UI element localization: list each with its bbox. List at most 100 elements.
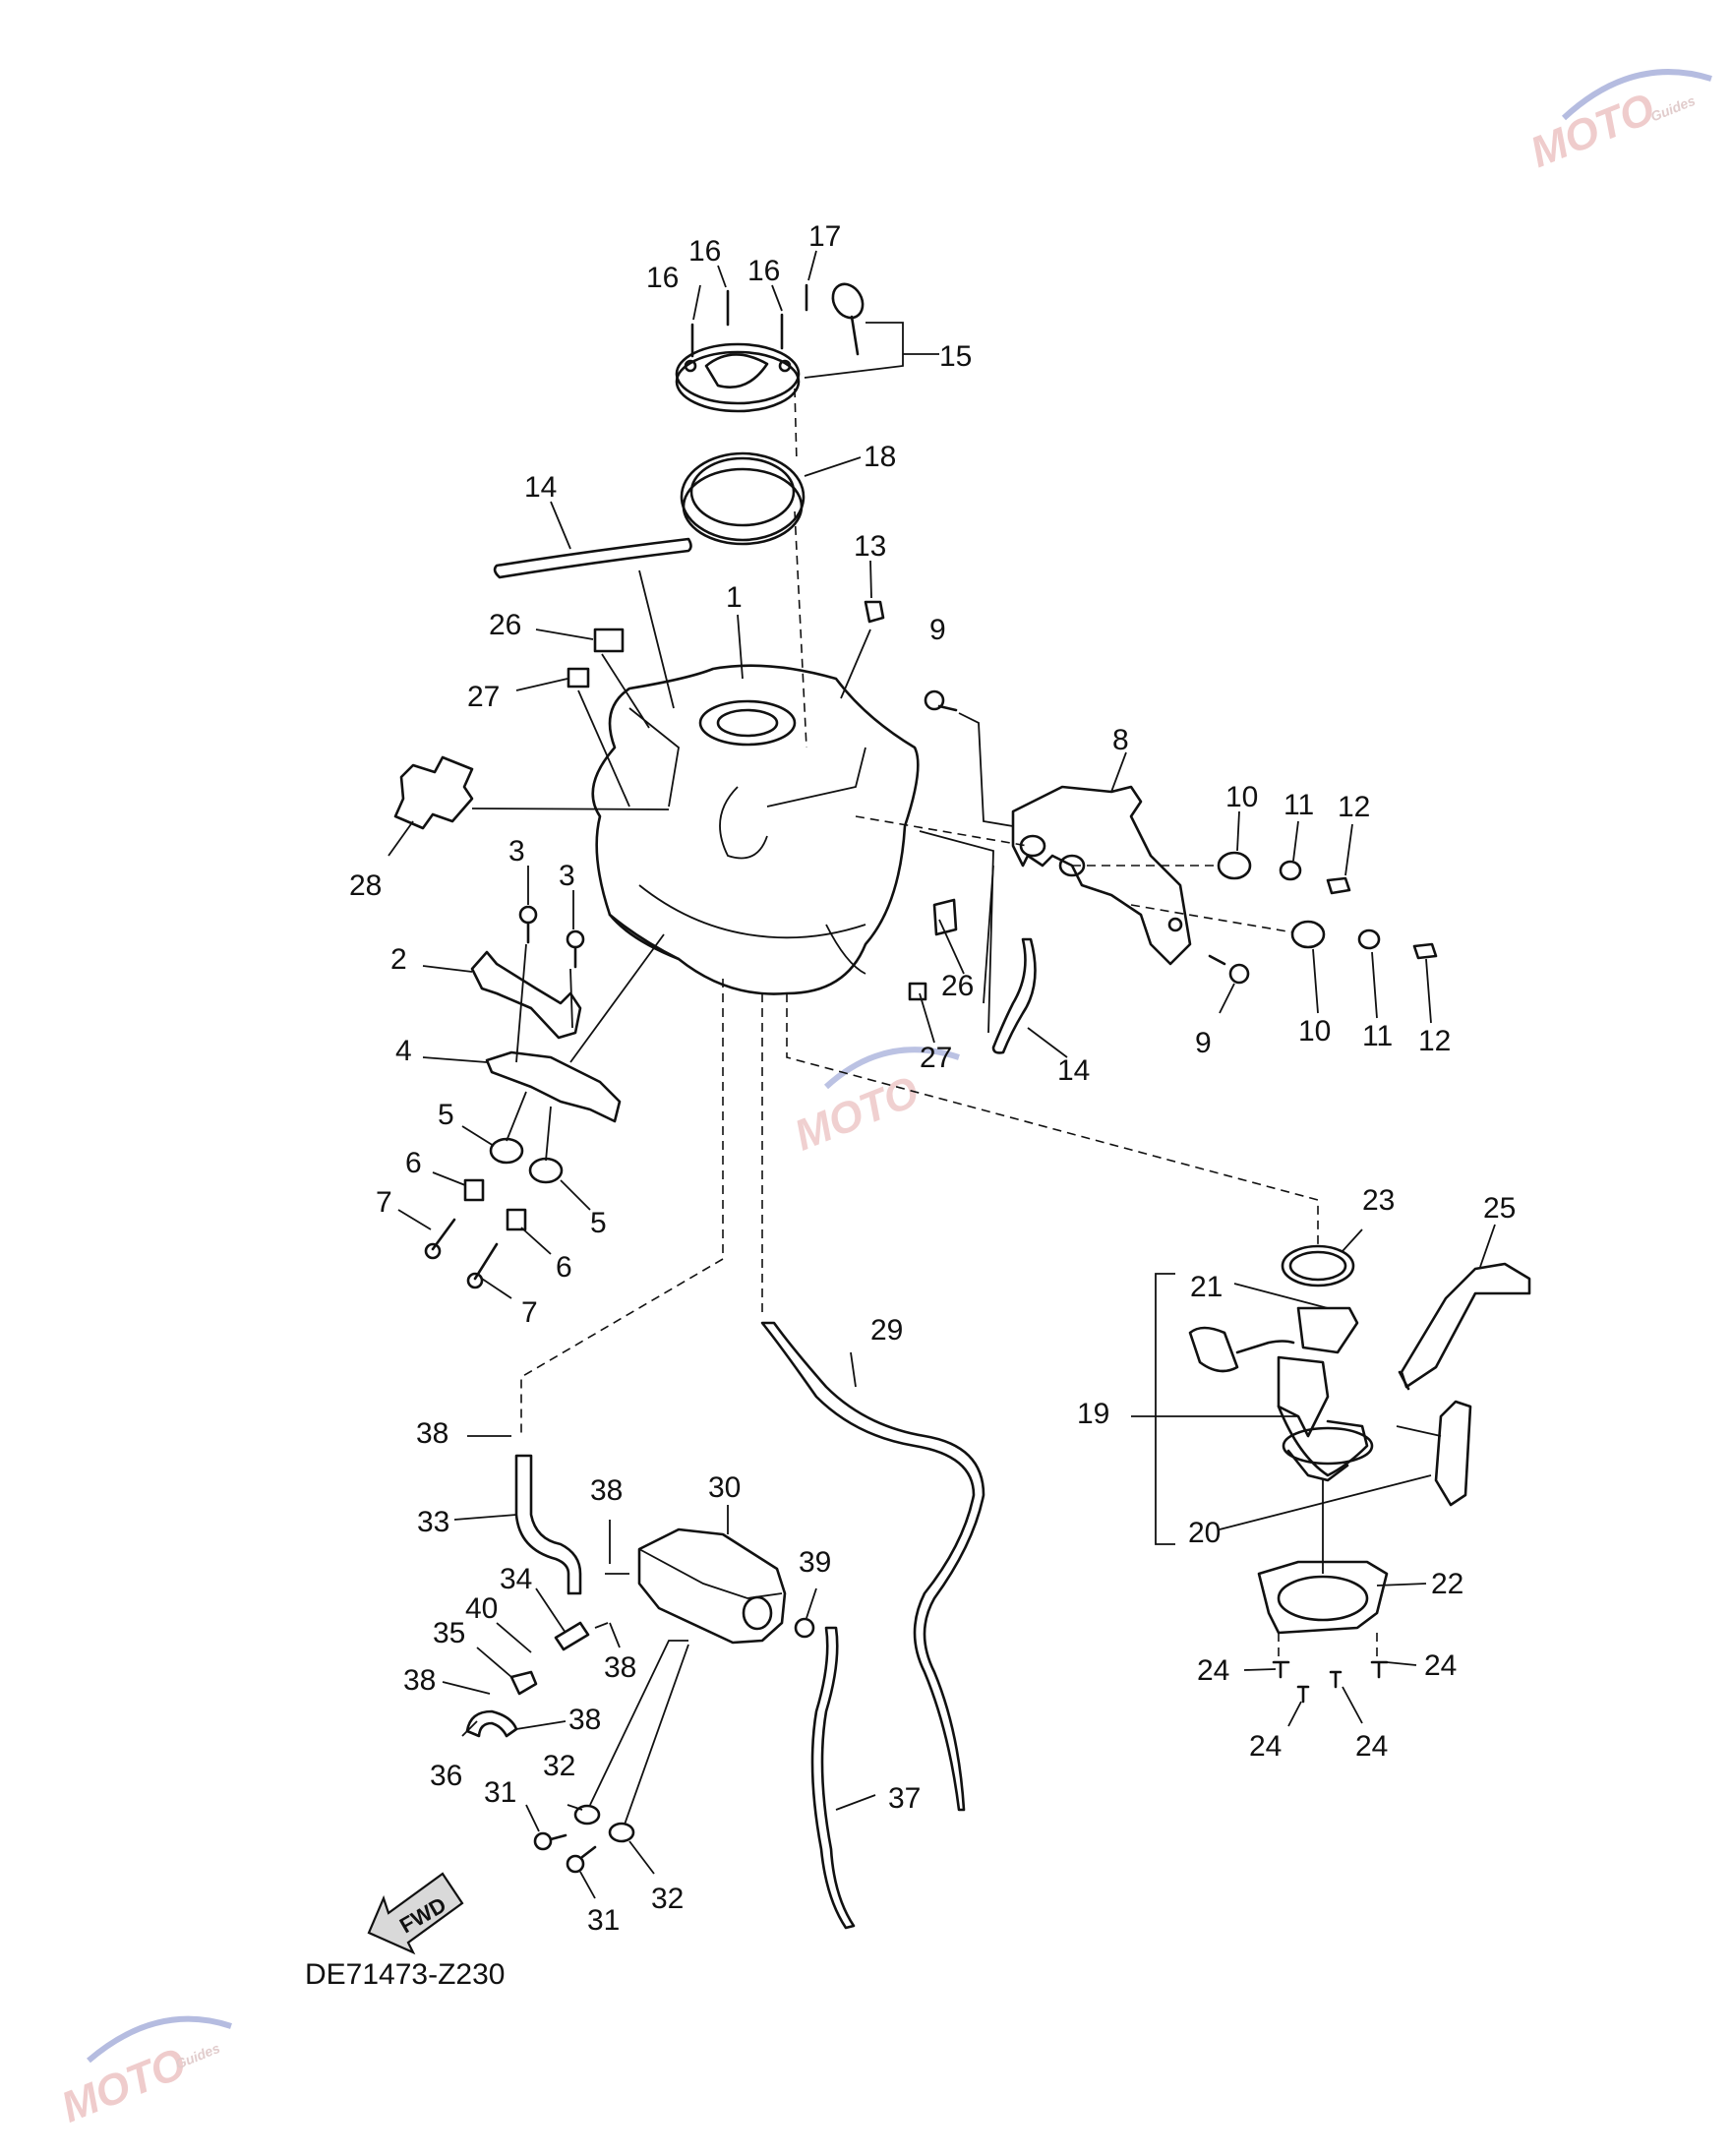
bracket-lines-pump [1155,1273,1175,1545]
callout-20: 20 [1188,1517,1221,1549]
callout-11: 11 [1362,1020,1393,1052]
callout-14: 14 [524,471,557,504]
hose-29 [760,1321,985,1812]
fuel-pump-assembly [1188,1244,1531,1704]
callout-31: 31 [484,1776,516,1809]
watermark-logo-bottom: MOTO Guides [55,2015,232,2132]
callout-23: 23 [1362,1184,1395,1217]
callout-16: 16 [747,255,780,287]
plate-26-side [932,898,958,936]
callout-6: 6 [556,1251,572,1284]
callout-12: 12 [1418,1025,1451,1057]
callout-7: 7 [376,1186,392,1219]
bolts-7 [424,1218,499,1289]
callout-13: 13 [854,530,886,563]
callout-38: 38 [590,1474,623,1507]
dampers-5 [489,1137,564,1184]
callout-5: 5 [590,1207,607,1239]
callout-3: 3 [559,860,575,892]
hose-36 [465,1709,518,1738]
joint-35 [509,1670,538,1696]
callout-11: 11 [1283,789,1314,821]
callout-8: 8 [1112,724,1129,756]
callout-38: 38 [604,1651,636,1684]
bolt-9-top [924,689,958,712]
fuel-cap-assembly [675,282,865,546]
watermark-logo-top: MOTO Guides [1523,69,1712,177]
svg-text:Guides: Guides [1648,92,1698,125]
callout-34: 34 [500,1563,532,1595]
callout-38: 38 [568,1704,601,1736]
callout-28: 28 [349,869,382,902]
callout-35: 35 [433,1617,465,1649]
callout-3: 3 [508,835,525,868]
callout-6: 6 [405,1147,422,1179]
collars-6 [463,1178,527,1231]
callout-24: 24 [1249,1730,1282,1763]
washers-32 [573,1804,635,1843]
callout-1: 1 [726,581,743,614]
fwd-arrow: FWD [367,1872,464,1955]
callout-27: 27 [920,1042,952,1074]
bolts-3 [518,905,585,969]
svg-text:Guides: Guides [173,2040,222,2072]
callout-16: 16 [646,262,679,294]
callout-24: 24 [1355,1730,1388,1763]
callout-21: 21 [1190,1271,1223,1303]
callout-37: 37 [888,1782,921,1815]
callout-30: 30 [708,1471,741,1504]
hardware-10-11-12 [1217,851,1438,960]
callout-16: 16 [688,235,721,268]
bracket-8 [1011,785,1192,966]
bracket-4 [485,1050,622,1123]
callout-40: 40 [465,1592,498,1625]
callout-10: 10 [1225,781,1258,813]
callout-33: 33 [417,1506,449,1538]
bolt-9-bottom [1208,954,1250,985]
callout-2: 2 [390,943,407,976]
callout-22: 22 [1431,1568,1463,1600]
hose-33 [514,1454,582,1595]
callout-labels: 1 2 3 3 4 5 5 6 6 7 7 8 9 9 10 10 11 11 … [349,220,1516,1937]
callout-27: 27 [467,681,500,713]
callout-25: 25 [1483,1192,1516,1225]
callout-10: 10 [1298,1015,1331,1048]
hose-34 [554,1621,590,1651]
callout-4: 4 [395,1035,412,1067]
callout-32: 32 [543,1750,575,1782]
damper-27-side [908,982,927,1001]
callout-36: 36 [430,1760,462,1792]
callout-24: 24 [1424,1649,1457,1682]
callout-26: 26 [941,970,974,1002]
svg-text:MOTO: MOTO [55,2039,193,2132]
nut-13 [864,600,885,624]
callout-7: 7 [521,1296,538,1329]
callout-38: 38 [416,1417,448,1450]
leader-lines [388,250,1496,1899]
callout-12: 12 [1338,791,1370,823]
callout-17: 17 [808,220,841,253]
bolts-31 [533,1831,597,1874]
callout-15: 15 [939,340,972,373]
fuel-tank [591,664,920,995]
breather-hose-top [493,537,692,579]
clip-39 [794,1617,815,1639]
callout-31: 31 [587,1904,620,1937]
callout-39: 39 [799,1546,831,1579]
breather-hose-side [991,937,1037,1054]
damper-26-top [593,628,625,653]
callout-26: 26 [489,609,521,641]
callout-19: 19 [1077,1398,1109,1430]
callout-9: 9 [929,614,946,646]
canister-30 [637,1527,787,1645]
callout-9: 9 [1195,1027,1212,1059]
callout-18: 18 [864,441,896,473]
callout-14: 14 [1057,1054,1090,1087]
damper-27-top [567,667,590,689]
hose-37 [810,1626,856,1930]
drawing-code: DE71473-Z230 [305,1958,505,1991]
stay-2 [470,950,582,1040]
svg-text:MOTO: MOTO [788,1067,925,1161]
callout-38: 38 [403,1664,436,1697]
